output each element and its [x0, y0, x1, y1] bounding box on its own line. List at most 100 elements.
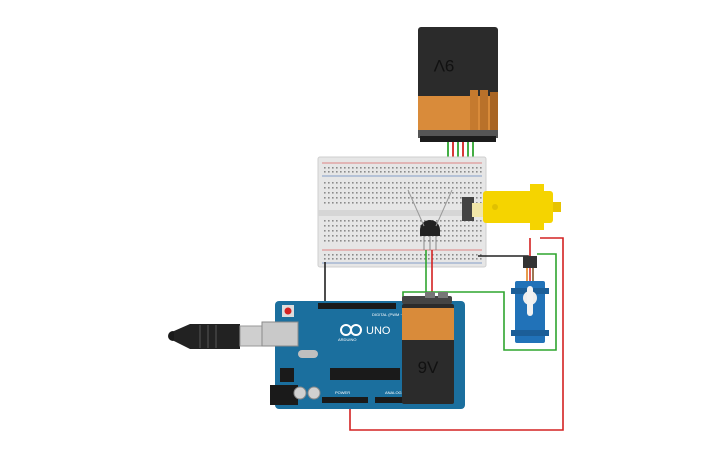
breadboard-hole [368, 258, 370, 260]
battery-bottom[interactable]: 9V [402, 292, 454, 404]
breadboard-hole [472, 192, 474, 194]
breadboard-hole [388, 220, 390, 222]
breadboard-hole [408, 202, 410, 204]
battery-top-edge-3 [490, 92, 498, 132]
breadboard-hole [412, 254, 414, 256]
breadboard-hole [424, 202, 426, 204]
breadboard-hole [412, 258, 414, 260]
breadboard-hole [388, 171, 390, 173]
breadboard-hole [356, 254, 358, 256]
breadboard-hole [364, 225, 366, 227]
breadboard-hole [372, 225, 374, 227]
breadboard-hole [376, 182, 378, 184]
breadboard-hole [480, 230, 482, 232]
breadboard-hole [336, 225, 338, 227]
breadboard-hole [324, 167, 326, 169]
breadboard-hole [396, 171, 398, 173]
wire-red-servo-power[interactable] [349, 237, 564, 431]
breadboard-hole [472, 230, 474, 232]
breadboard-hole [376, 197, 378, 199]
servo[interactable] [511, 256, 549, 343]
dc-motor-mount-bottom [530, 220, 544, 230]
breadboard-hole [452, 240, 454, 242]
breadboard-hole [396, 230, 398, 232]
breadboard-hole [348, 220, 350, 222]
breadboard-hole [340, 187, 342, 189]
transistor[interactable] [420, 220, 440, 250]
breadboard-hole [364, 171, 366, 173]
breadboard-hole [388, 240, 390, 242]
breadboard-hole [476, 187, 478, 189]
breadboard-hole [456, 167, 458, 169]
breadboard-hole [448, 240, 450, 242]
breadboard-hole [372, 202, 374, 204]
breadboard-hole [416, 171, 418, 173]
breadboard-hole [480, 167, 482, 169]
breadboard-hole [412, 240, 414, 242]
breadboard-hole [356, 240, 358, 242]
arduino-capacitor-2 [307, 386, 321, 400]
breadboard-hole [412, 225, 414, 227]
breadboard-hole [404, 167, 406, 169]
breadboard-hole [428, 182, 430, 184]
breadboard-hole [340, 254, 342, 256]
dc-motor[interactable] [462, 184, 561, 230]
breadboard-hole [408, 225, 410, 227]
breadboard-hole [380, 182, 382, 184]
breadboard-hole [444, 254, 446, 256]
breadboard-hole [424, 254, 426, 256]
breadboard[interactable] [317, 156, 487, 268]
breadboard-hole [372, 197, 374, 199]
breadboard-hole [352, 225, 354, 227]
breadboard-hole [408, 171, 410, 173]
breadboard-hole [332, 225, 334, 227]
breadboard-hole [436, 202, 438, 204]
breadboard-hole [448, 235, 450, 237]
breadboard-hole [476, 235, 478, 237]
breadboard-hole [424, 167, 426, 169]
breadboard-hole [400, 171, 402, 173]
usb-cable[interactable] [168, 324, 263, 349]
breadboard-hole [448, 220, 450, 222]
breadboard-hole [348, 171, 350, 173]
breadboard-hole [360, 171, 362, 173]
breadboard-hole [432, 167, 434, 169]
breadboard-hole [392, 240, 394, 242]
breadboard-hole [456, 240, 458, 242]
breadboard-hole [388, 182, 390, 184]
battery-top[interactable]: 9V [418, 27, 498, 142]
breadboard-hole [460, 254, 462, 256]
breadboard-hole [372, 171, 374, 173]
breadboard-hole [472, 225, 474, 227]
breadboard-hole [432, 187, 434, 189]
breadboard-hole [388, 258, 390, 260]
breadboard-hole [392, 167, 394, 169]
breadboard-hole [380, 220, 382, 222]
breadboard-hole [456, 202, 458, 204]
wire-green-servo-signal[interactable] [402, 253, 557, 351]
breadboard-hole [376, 225, 378, 227]
breadboard-hole [456, 220, 458, 222]
breadboard-hole [384, 171, 386, 173]
breadboard-hole [452, 258, 454, 260]
breadboard-hole [360, 220, 362, 222]
breadboard-hole [324, 225, 326, 227]
breadboard-hole [388, 197, 390, 199]
breadboard-hole [472, 167, 474, 169]
breadboard-hole [432, 171, 434, 173]
breadboard-hole [480, 202, 482, 204]
breadboard-hole [400, 192, 402, 194]
breadboard-hole [328, 254, 330, 256]
breadboard-hole [388, 230, 390, 232]
breadboard-hole [456, 192, 458, 194]
battery-top-terminal-strip [418, 130, 498, 138]
breadboard-hole [368, 192, 370, 194]
breadboard-hole [416, 197, 418, 199]
breadboard-hole [368, 202, 370, 204]
breadboard-hole [408, 197, 410, 199]
arduino-reset-button[interactable] [284, 307, 292, 315]
breadboard-hole [436, 220, 438, 222]
breadboard-hole [424, 171, 426, 173]
breadboard-hole [340, 167, 342, 169]
